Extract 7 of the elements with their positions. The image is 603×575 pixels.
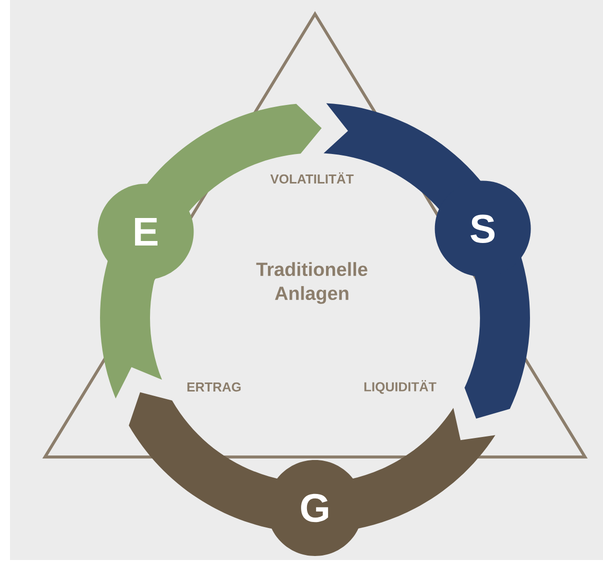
label: Traditionelle Anlagen xyxy=(256,262,368,304)
node-label: S xyxy=(470,214,495,243)
label: VOLATILITÄT xyxy=(270,172,354,184)
label: ERTRAG xyxy=(187,382,241,392)
label: LIQUIDITÄT xyxy=(364,380,436,394)
node-label: G xyxy=(301,494,328,522)
node-label: E xyxy=(135,218,158,246)
